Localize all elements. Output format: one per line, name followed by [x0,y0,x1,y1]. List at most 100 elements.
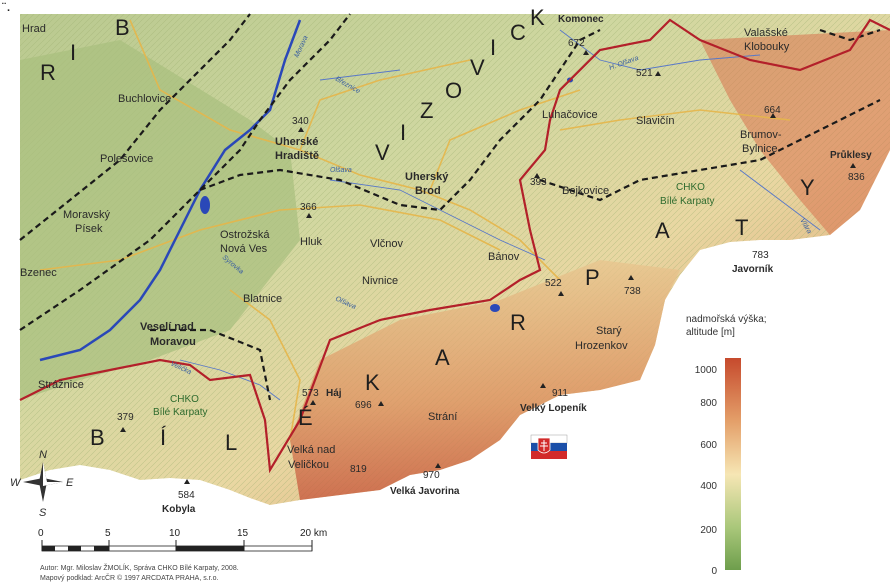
town-label: Bylnice [742,143,777,155]
legend-tick: 600 [700,440,717,451]
town-label: Buchlovice [118,93,171,105]
svg-text:664: 664 [764,105,781,116]
region-letter: B [115,15,132,40]
town-label: Hrad [22,23,46,35]
svg-text:911: 911 [552,388,568,399]
svg-text:Háj: Háj [326,388,342,399]
region-letter: É [298,405,315,430]
svg-text:573: 573 [302,388,319,399]
town-label: Luhačovice [542,109,598,121]
svg-text:783: 783 [752,250,769,261]
town-label: Slavičín [636,115,675,127]
town-label: Bojkovice [562,185,609,197]
chko-label: CHKO [170,394,199,405]
town-label: Písek [75,223,103,235]
svg-text:Komonec: Komonec [558,14,604,25]
town-label: Starý [596,325,622,337]
peak-664: 664 [764,105,781,118]
corner-mark: ̈ . [4,2,11,14]
region-names: B R I B V I Z O V I C K T A P R A K É L … [40,5,817,455]
svg-text:Velká Javorina: Velká Javorina [390,486,460,497]
region-letter: Í [160,425,168,450]
chko-labels: CHKO Bílé Karpaty CHKO Bílé Karpaty [153,182,714,418]
region-letter: I [490,35,498,60]
peak-366: 366 [300,202,317,218]
svg-text:Průklesy: Průklesy [830,149,872,161]
region-letter: A [435,345,452,370]
region-letter: Z [420,98,435,123]
compass-rose-icon: N S E W [10,449,74,519]
city-label: Veselí nad [140,321,194,333]
scale-tick: 15 [237,528,249,539]
region-letter: I [70,40,78,65]
peak-379: 379 [117,412,134,432]
town-label: Vlčnov [370,238,404,250]
region-letter: P [585,265,602,290]
town-label: Strání [428,411,457,423]
town-label: Nivnice [362,275,398,287]
region-letter: B [90,425,107,450]
region-letter: K [365,370,382,395]
svg-text:970: 970 [423,470,440,481]
peak-393: 393 [530,173,547,188]
region-letter: L [225,430,239,455]
town-label: Veličkou [288,459,329,471]
region-letter: R [40,60,58,85]
peak-672: 672 Komonec [558,14,604,55]
compass-n: N [39,449,47,461]
chko-label: Bílé Karpaty [660,196,714,207]
town-label: Bzenec [20,267,57,279]
svg-text:379: 379 [117,412,134,423]
town-label: Polešovice [100,153,153,165]
peak-819: 819 [350,464,367,475]
city-label: Moravou [150,336,196,348]
town-labels: Hrad Buchlovice Polešovice Moravský Píse… [20,23,790,471]
peak-696: 696 [355,400,384,411]
city-label: Uherské [275,136,318,148]
town-label: Bánov [488,251,520,263]
town-label: Hrozenkov [575,340,628,352]
scale-tick: 20 km [300,528,327,539]
peak-340: 340 [292,116,309,132]
svg-text:836: 836 [848,172,865,183]
svg-text:340: 340 [292,116,309,127]
town-label: Strážnice [38,379,84,391]
region-letter: C [510,20,528,45]
region-letter: I [400,120,408,145]
city-label: Brod [415,185,441,197]
peak-738: 738 [624,275,641,297]
scale-bar: 0 5 10 15 20 km [38,528,327,552]
city-label: Uherský [405,171,449,183]
svg-text:696: 696 [355,400,372,411]
city-label: Hradiště [275,150,319,162]
svg-text:Velký Lopeník: Velký Lopeník [520,403,587,414]
town-label: Valašské [744,27,788,39]
peak-836: 836 Průklesy [830,149,872,183]
svg-text:672: 672 [568,38,585,49]
slovakia-flag-icon [530,434,568,459]
svg-text:819: 819 [350,464,367,475]
compass-w: W [10,477,22,489]
region-letter: Y [800,175,817,200]
region-letter: O [445,78,464,103]
river-label: Olšava [330,167,352,174]
state-border [19,18,890,474]
scale-tick: 0 [38,528,44,539]
region-letter: A [655,218,672,243]
svg-text:522: 522 [545,278,562,289]
legend-title: nadmořská výška; [686,314,767,325]
legend-subtitle: altitude [m] [686,327,735,338]
chko-boundary [19,13,881,401]
region-letter: K [530,5,547,30]
svg-text:Kobyla: Kobyla [162,504,196,515]
svg-text:584: 584 [178,490,195,501]
credits: Autor: Mgr. Miloslav ŽMOLÍK, Správa CHKO… [40,563,239,582]
town-label: Moravský [63,209,111,221]
region-letter: R [510,310,528,335]
town-label: Hluk [300,236,323,248]
legend-tick: 1000 [695,365,718,376]
